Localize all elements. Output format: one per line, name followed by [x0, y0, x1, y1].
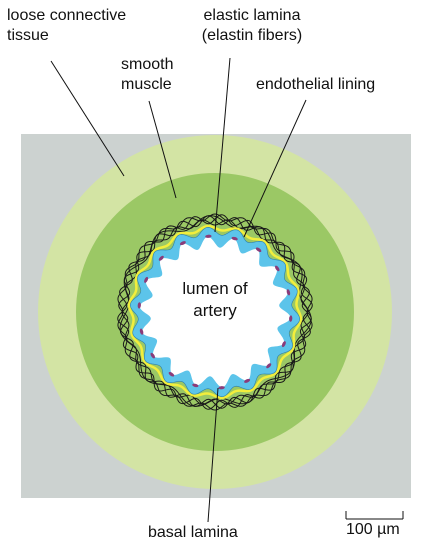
label-smooth-muscle-line1: smooth — [121, 55, 173, 75]
label-lumen-line2: artery — [155, 300, 275, 322]
label-loose-connective-tissue: loose connective tissue — [7, 6, 126, 46]
label-elastic-lamina: elastic lamina (elastin fibers) — [190, 6, 314, 46]
label-smooth-muscle-line2: muscle — [121, 75, 173, 95]
label-lumen: lumen of artery — [155, 278, 275, 322]
label-loose-connective-line1: loose connective — [7, 6, 126, 26]
label-smooth-muscle: smooth muscle — [121, 55, 173, 95]
label-loose-connective-line2: tissue — [7, 26, 126, 46]
scale-bar-line — [346, 511, 403, 519]
label-endothelial-lining: endothelial lining — [256, 75, 375, 95]
label-basal-lamina: basal lamina — [148, 523, 238, 543]
label-elastic-lamina-line2: (elastin fibers) — [190, 26, 314, 46]
label-elastic-lamina-line1: elastic lamina — [190, 6, 314, 26]
label-scale-bar: 100 µm — [346, 520, 400, 540]
label-lumen-line1: lumen of — [155, 278, 275, 300]
